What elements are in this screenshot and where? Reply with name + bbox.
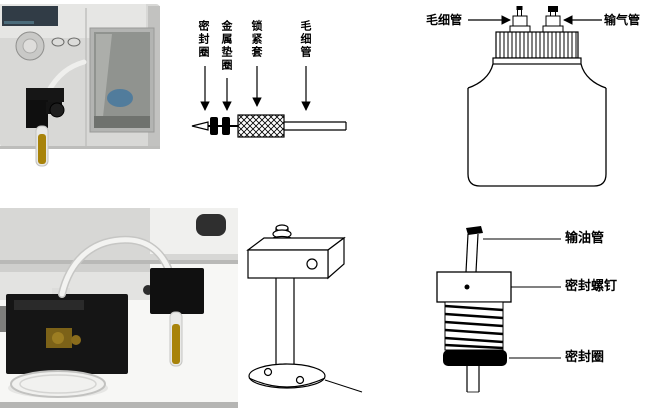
instrument-photo-top-art bbox=[0, 4, 160, 167]
instrument-upper-body bbox=[0, 208, 238, 300]
top-block bbox=[246, 236, 346, 280]
label-lock-sleeve: 锁紧套 bbox=[250, 20, 263, 59]
stand-drawing bbox=[242, 220, 364, 406]
sample-tube bbox=[169, 311, 183, 367]
capillary-assembly-art bbox=[191, 66, 347, 138]
capillary-assembly-diagram: 密封圈 金属垫圈 锁紧套 毛细管 bbox=[190, 18, 350, 153]
sealing-plug-diagram: 输油管 密封螺钉 密封圈 bbox=[415, 226, 657, 398]
needle-tip bbox=[191, 121, 209, 131]
instrument-photo-bottom-art bbox=[0, 208, 238, 408]
label-gas-tube-port: 输气管 bbox=[604, 13, 641, 27]
instrument-photo-top bbox=[0, 0, 168, 168]
bottle-diagram: 毛细管 输气管 bbox=[418, 6, 657, 192]
oil-tube-part bbox=[465, 226, 483, 273]
metal-washer-part bbox=[218, 117, 238, 135]
sealing-plug-art bbox=[436, 226, 561, 393]
seal-screw-head bbox=[436, 271, 512, 303]
label-capillary-tube: 毛细管 bbox=[299, 20, 312, 59]
label-metal-washer: 金属垫圈 bbox=[220, 20, 233, 72]
glass-dish bbox=[8, 370, 108, 398]
display-panel bbox=[2, 6, 58, 26]
panel-buttons bbox=[51, 37, 81, 47]
label-seal-screw: 密封螺钉 bbox=[565, 279, 618, 294]
bottom-tube bbox=[466, 366, 480, 393]
bottle-body bbox=[467, 63, 607, 187]
tube-bracket bbox=[143, 268, 204, 314]
capillary-fitting bbox=[509, 6, 531, 33]
label-seal-ring: 密封圈 bbox=[197, 20, 210, 59]
tube-loop bbox=[58, 235, 172, 298]
tube-bracket bbox=[26, 59, 87, 128]
bottle-cap bbox=[492, 31, 582, 65]
label-oil-tube: 输油管 bbox=[565, 231, 605, 246]
power-button bbox=[196, 214, 226, 236]
capillary-tube-part bbox=[284, 121, 347, 131]
pump-module bbox=[0, 288, 128, 374]
bottle-art bbox=[467, 6, 607, 187]
instrument-photo-bottom bbox=[0, 208, 238, 408]
table-edge bbox=[0, 402, 238, 408]
label-seal-ring: 密封圈 bbox=[565, 350, 605, 365]
seal-ring-part bbox=[208, 117, 218, 135]
pointer-arrows bbox=[200, 66, 311, 111]
stand-art bbox=[246, 224, 363, 393]
amber-liquid bbox=[38, 134, 46, 164]
seal-ring-part bbox=[443, 350, 507, 366]
base-screw-left bbox=[263, 367, 273, 377]
base bbox=[248, 363, 363, 393]
thread-section bbox=[444, 301, 504, 351]
amber-liquid bbox=[172, 324, 180, 364]
mount-hole bbox=[306, 258, 318, 270]
blue-light-glow bbox=[107, 89, 133, 107]
gas-tube-fitting bbox=[542, 6, 564, 33]
sample-chamber bbox=[89, 27, 155, 133]
column bbox=[275, 278, 295, 368]
control-knob bbox=[15, 31, 45, 61]
base-screw-right bbox=[295, 375, 305, 385]
screw-head-dot bbox=[464, 284, 470, 290]
sample-tube bbox=[35, 125, 49, 167]
lock-sleeve-part bbox=[237, 114, 285, 138]
label-capillary-port: 毛细管 bbox=[426, 13, 463, 27]
